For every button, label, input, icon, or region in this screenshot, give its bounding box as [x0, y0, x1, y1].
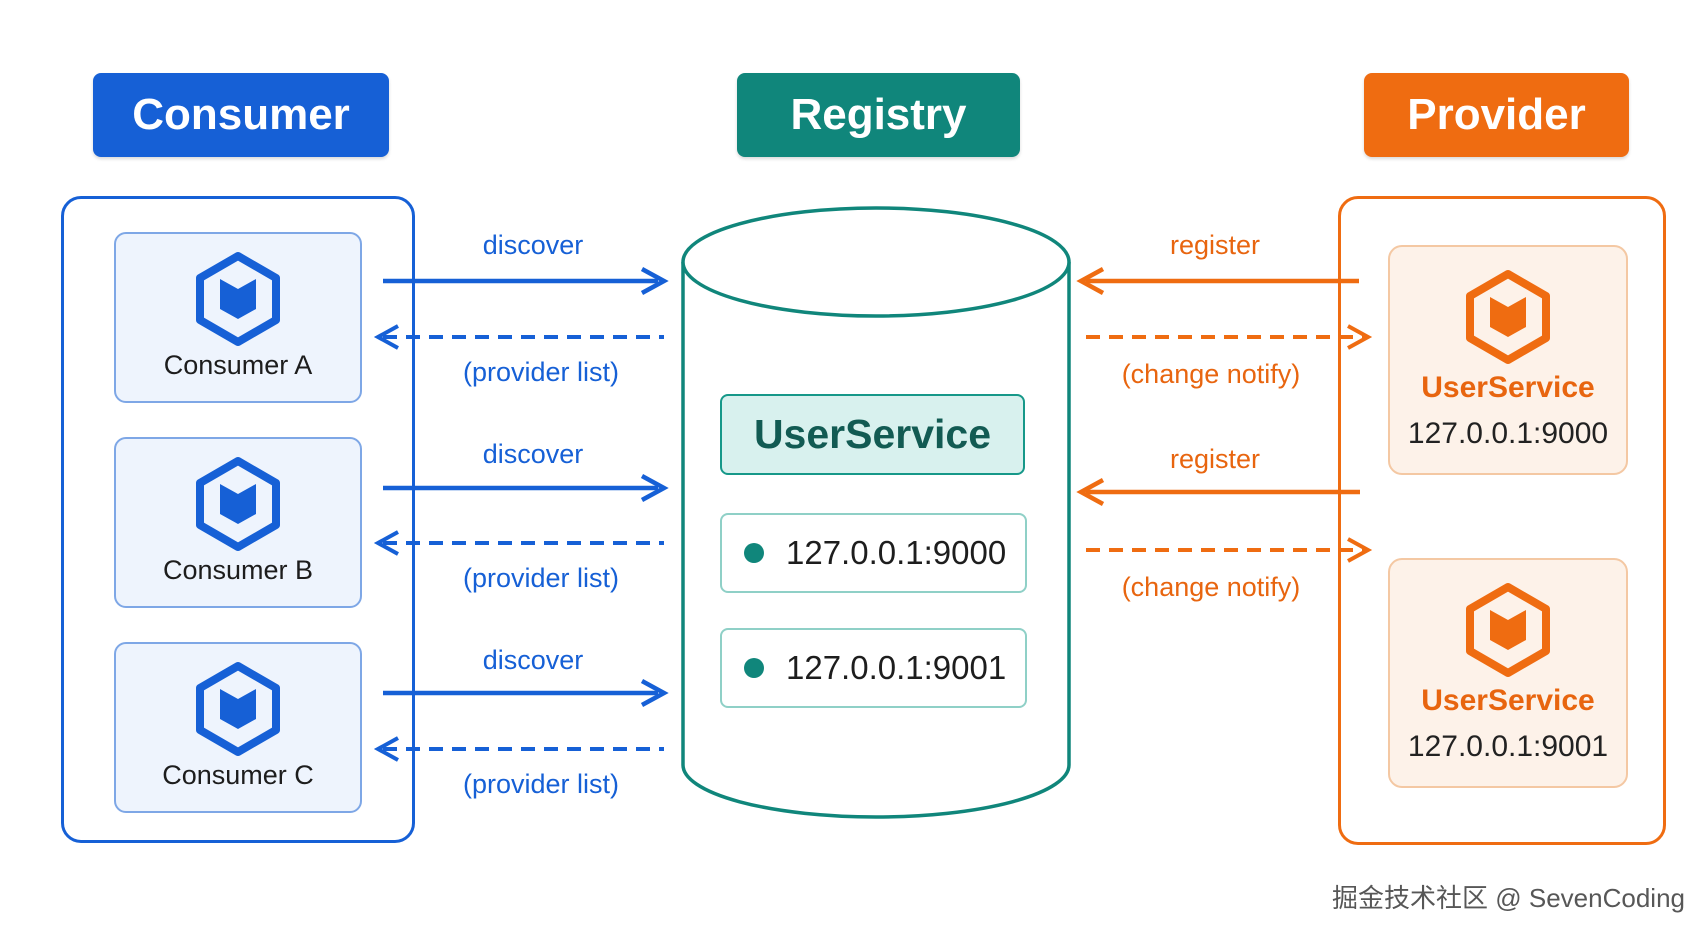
- cube-icon: [196, 457, 280, 551]
- register-label: register: [1169, 444, 1261, 474]
- provider-list-label: (provider list): [462, 769, 620, 799]
- arrowhead: [640, 267, 669, 295]
- cube-icon: [196, 252, 280, 346]
- arrowhead: [1076, 267, 1105, 295]
- cube-icon: [1466, 270, 1550, 364]
- instance-address: 127.0.0.1:9001: [786, 649, 1007, 686]
- arrowhead: [1076, 478, 1105, 506]
- provider-card-1: UserService 127.0.0.1:9000: [1388, 245, 1628, 475]
- arrowhead: [640, 679, 669, 707]
- arrowhead: [373, 530, 399, 556]
- discover-label: discover: [482, 439, 584, 469]
- arrowhead: [373, 324, 399, 350]
- register-label: register: [1169, 230, 1261, 260]
- consumer-label: Consumer B: [162, 555, 314, 585]
- status-dot-icon: [744, 658, 764, 678]
- provider-service-name: UserService: [1421, 684, 1595, 717]
- provider-service-name: UserService: [1421, 371, 1595, 404]
- watermark: 掘金技术社区 @ SevenCoding: [1332, 883, 1685, 913]
- arrowhead: [373, 736, 399, 762]
- provider-header: Provider: [1364, 73, 1629, 157]
- discover-label: discover: [482, 645, 584, 675]
- cube-icon: [196, 662, 280, 756]
- consumer-header: Consumer: [93, 73, 389, 157]
- arrowhead: [1347, 537, 1373, 563]
- registry-instance: 127.0.0.1:9001: [720, 628, 1027, 708]
- status-dot-icon: [744, 543, 764, 563]
- arrowhead: [640, 474, 669, 502]
- provider-list-label: (provider list): [462, 563, 620, 593]
- provider-list-label: (provider list): [462, 357, 620, 387]
- cube-icon: [1466, 583, 1550, 677]
- registry-service-name: UserService: [720, 394, 1025, 475]
- registry-header: Registry: [737, 73, 1020, 157]
- registry-instance: 127.0.0.1:9000: [720, 513, 1027, 593]
- provider-card-2: UserService 127.0.0.1:9001: [1388, 558, 1628, 788]
- discover-label: discover: [482, 230, 584, 260]
- consumer-label: Consumer C: [162, 760, 314, 790]
- instance-address: 127.0.0.1:9000: [786, 534, 1007, 571]
- consumer-card-c: Consumer C: [114, 642, 362, 813]
- change-notify-label: (change notify): [1121, 359, 1301, 389]
- consumer-label: Consumer A: [163, 350, 313, 380]
- consumer-card-b: Consumer B: [114, 437, 362, 608]
- consumer-card-a: Consumer A: [114, 232, 362, 403]
- arrowhead: [1347, 324, 1373, 350]
- change-notify-label: (change notify): [1121, 572, 1301, 602]
- provider-address: 127.0.0.1:9001: [1407, 730, 1609, 763]
- provider-address: 127.0.0.1:9000: [1407, 417, 1609, 450]
